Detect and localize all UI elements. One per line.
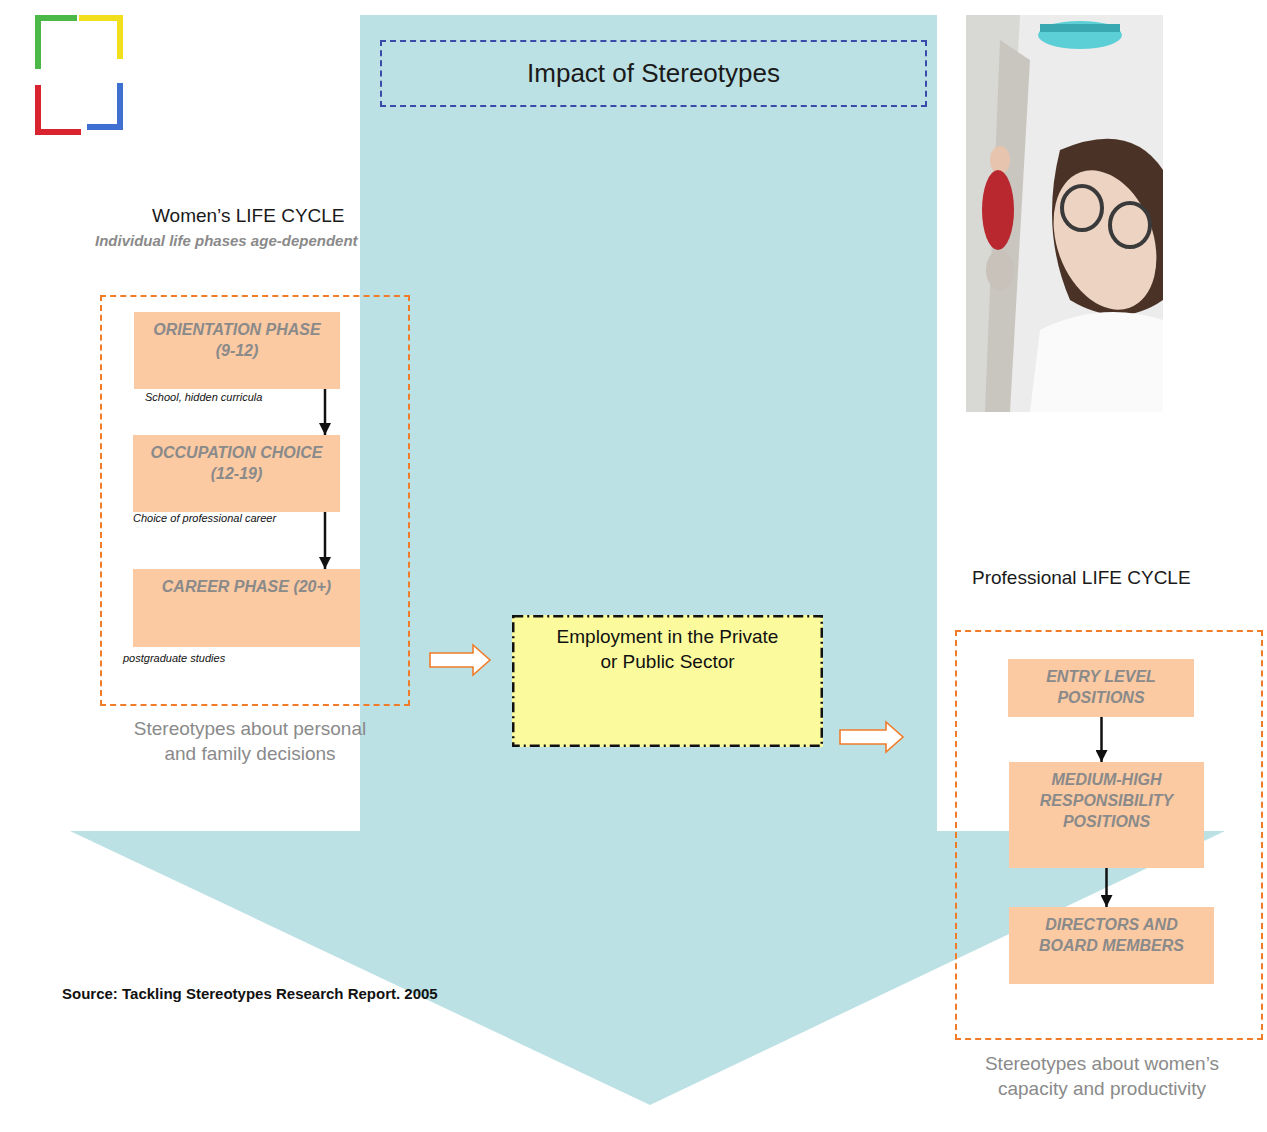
impact-arrow [70,15,1225,1105]
phase-label: CAREER PHASE (20+) [141,577,352,598]
stereotype-note: Stereotypes about personal and family de… [130,717,370,766]
flow-arrow [1100,717,1103,762]
position-box: ENTRY LEVEL POSITIONS [1008,659,1194,717]
employment-label: Employment in the Private or Public Sect… [546,625,789,674]
group-heading: Professional LIFE CYCLE [972,567,1191,589]
phase-note: Choice of professional career [133,512,276,524]
position-label: DIRECTORS AND BOARD MEMBERS [1017,915,1206,957]
frame-outline [513,616,822,746]
phase-label: OCCUPATION CHOICE (12-19) [141,443,332,485]
flow-arrow [1105,868,1108,907]
position-box: MEDIUM-HIGH RESPONSIBILITY POSITIONS [1009,762,1204,868]
stereotype-note: Stereotypes about women’s capacity and p… [952,1052,1252,1101]
life-cycle-group: Professional LIFE CYCLEStereotypes about… [955,630,1263,1040]
position-label: MEDIUM-HIGH RESPONSIBILITY POSITIONS [1017,770,1196,832]
life-cycle-group: Women’s LIFE CYCLEIndividual life phases… [100,295,410,706]
position-box: DIRECTORS AND BOARD MEMBERS [1009,907,1214,984]
phase-note: postgraduate studies [123,652,225,664]
group-subtitle: Individual life phases age-dependent [95,232,358,249]
position-label: ENTRY LEVEL POSITIONS [1016,667,1186,709]
phase-box: OCCUPATION CHOICE (12-19) [133,435,340,512]
phase-box: ORIENTATION PHASE (9-12) [134,312,340,389]
photo [966,15,1175,412]
phase-box: CAREER PHASE (20+) [133,569,360,647]
phase-label: ORIENTATION PHASE (9-12) [142,320,332,362]
flow-arrow [324,389,327,435]
logo [38,18,120,132]
outline-arrow [840,722,903,752]
phase-note: School, hidden curricula [145,391,262,403]
source-caption: Source: Tackling Stereotypes Research Re… [62,985,438,1002]
employment-box: Employment in the Private or Public Sect… [512,615,823,747]
outline-arrow [430,645,490,675]
diagram-title: Impact of Stereotypes [380,40,927,107]
flow-arrow [324,512,327,569]
group-heading: Women’s LIFE CYCLE [152,205,345,227]
